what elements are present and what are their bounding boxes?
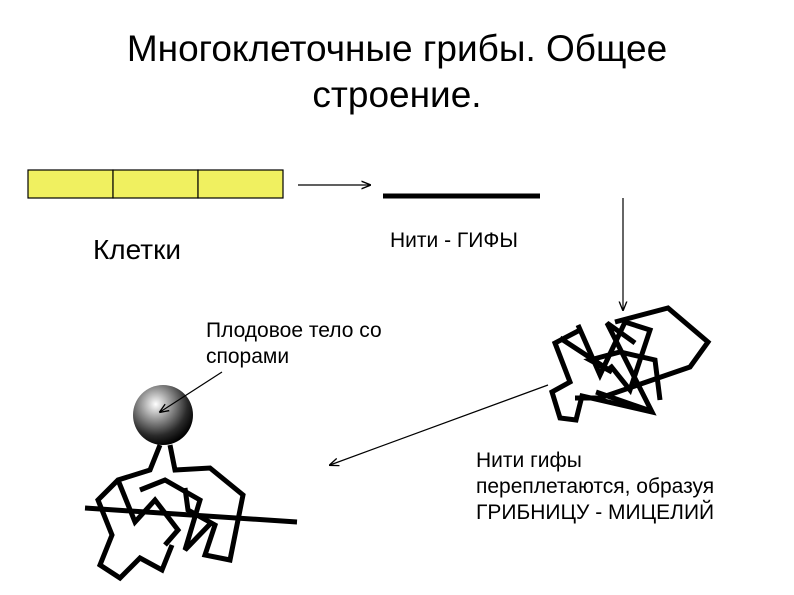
label-fruit-body-line-1: Плодовое тело со bbox=[206, 319, 382, 342]
label-mycelium-line-3: ГРИБНИЦУ - МИЦЕЛИЙ bbox=[476, 501, 715, 524]
mycelium-tangle bbox=[549, 305, 712, 423]
label-mycelium: Нити гифы переплетаются, образуя ГРИБНИЦ… bbox=[476, 448, 786, 526]
label-mycelium-line-2: переплетаются, образуя bbox=[476, 475, 715, 498]
arrow-mycelium-to-fruit-body bbox=[330, 384, 549, 465]
cell-chain bbox=[27, 169, 284, 199]
label-cells: Клетки bbox=[93, 234, 182, 265]
fruit-body-tangle bbox=[84, 444, 298, 582]
title-line-2: строение. bbox=[312, 74, 482, 115]
label-hyphae: Нити - ГИФЫ bbox=[390, 229, 518, 252]
slide-title: Многоклеточные грибы. Общее строение. bbox=[0, 26, 794, 118]
arrow-label-to-spore-ball bbox=[160, 371, 223, 412]
label-mycelium-line-1: Нити гифы bbox=[476, 449, 582, 472]
cell-1 bbox=[27, 169, 114, 199]
cell-3 bbox=[197, 169, 284, 199]
spore-ball bbox=[133, 385, 193, 445]
label-fruit-body: Плодовое тело со спорами bbox=[206, 318, 436, 370]
cell-2 bbox=[112, 169, 199, 199]
title-line-1: Многоклеточные грибы. Общее bbox=[126, 28, 668, 69]
label-fruit-body-line-2: спорами bbox=[206, 345, 290, 368]
